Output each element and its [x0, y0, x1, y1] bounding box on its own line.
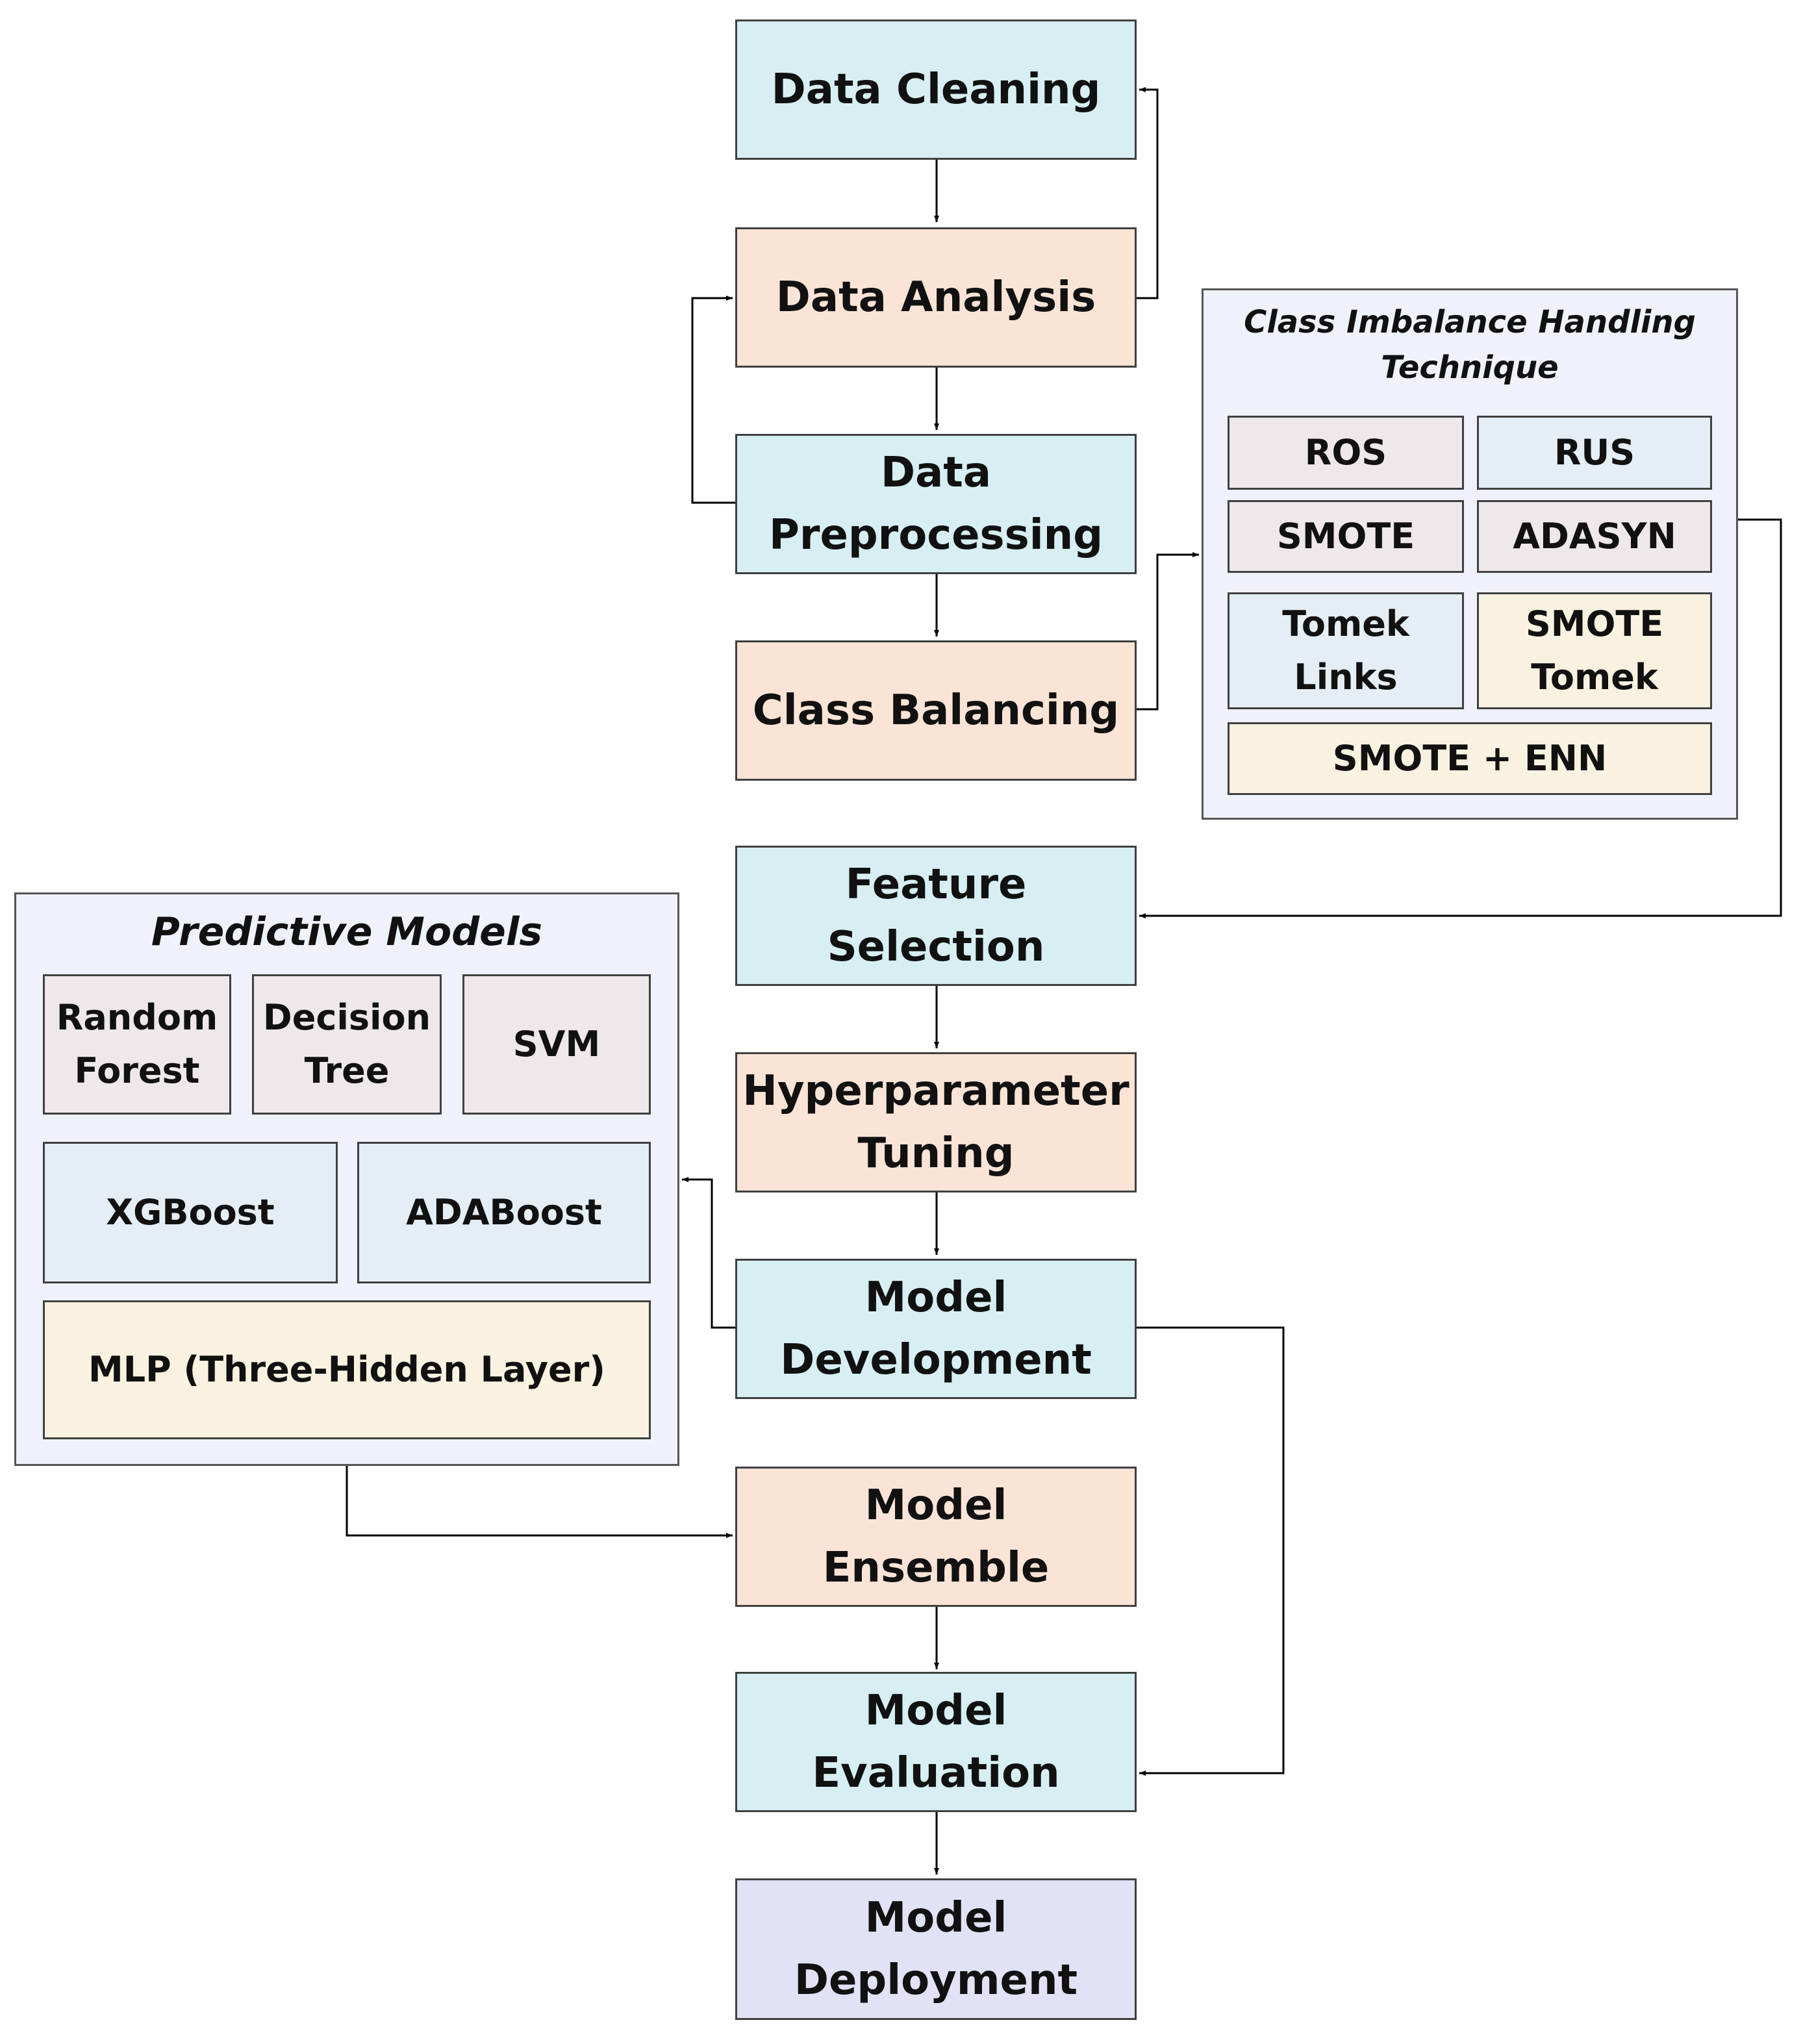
class-balancing-label: Class Balancing [752, 687, 1120, 735]
tomek-links-label: Tomek Links [1282, 603, 1409, 698]
model-ensemble-step: Model Ensemble [735, 1467, 1137, 1607]
decision-tree-model: Decision Tree [252, 974, 442, 1115]
adaboost-model: ADABoost [357, 1142, 651, 1283]
data-preprocessing-label: Data Preprocessing [768, 449, 1103, 559]
smote-label: SMOTE [1276, 516, 1415, 557]
arrow-development-to-evaluation [1137, 1326, 1285, 1776]
smote-enn-label: SMOTE + ENN [1332, 738, 1608, 779]
hyperparameter-tuning-step: Hyperparameter Tuning [735, 1052, 1137, 1192]
xgboost-model: XGBoost [43, 1142, 338, 1283]
data-cleaning-step: Data Cleaning [735, 19, 1137, 160]
arrow-analysis-to-cleaning [1137, 87, 1159, 299]
smote-tomek-label: SMOTE Tomek [1525, 603, 1664, 698]
smote-enn-technique: SMOTE + ENN [1228, 722, 1712, 795]
feature-selection-step: Feature Selection [735, 846, 1137, 986]
adasyn-technique: ADASYN [1477, 500, 1712, 573]
model-deployment-label: Model Deployment [794, 1894, 1078, 2004]
tomek-links-technique: Tomek Links [1228, 592, 1464, 709]
arrow-imbalance-panel-to-feature-selection [1139, 518, 1782, 918]
arrow-models-panel-to-ensemble [346, 1466, 733, 1538]
adasyn-label: ADASYN [1513, 516, 1676, 557]
random-forest-label: Random Forest [56, 997, 218, 1091]
class-imbalance-panel-title: Class Imbalance Handling Technique [1244, 304, 1696, 386]
ros-label: ROS [1304, 432, 1387, 473]
arrow-balancing-to-imbalance-panel [1137, 552, 1199, 711]
predictive-models-panel-title: Predictive Models [151, 909, 543, 955]
mlp-label: MLP (Three-Hidden Layer) [88, 1349, 605, 1390]
svm-label: SVM [512, 1024, 601, 1065]
hyperparameter-tuning-label: Hyperparameter Tuning [742, 1067, 1129, 1178]
xgboost-label: XGBoost [106, 1192, 275, 1233]
data-analysis-step: Data Analysis [735, 227, 1137, 368]
model-development-label: Model Development [780, 1274, 1092, 1384]
smote-tomek-technique: SMOTE Tomek [1477, 592, 1712, 709]
model-evaluation-label: Model Evaluation [812, 1687, 1060, 1797]
model-deployment-step: Model Deployment [735, 1878, 1137, 2020]
feature-selection-label: Feature Selection [827, 861, 1045, 971]
arrow-preprocessing-to-analysis [691, 296, 735, 504]
rus-label: RUS [1554, 432, 1635, 473]
decision-tree-label: Decision Tree [262, 997, 431, 1091]
mlp-model: MLP (Three-Hidden Layer) [43, 1300, 651, 1439]
adaboost-label: ADABoost [406, 1192, 602, 1233]
ros-technique: ROS [1228, 416, 1464, 490]
model-ensemble-label: Model Ensemble [822, 1482, 1050, 1592]
data-cleaning-label: Data Cleaning [771, 66, 1101, 114]
data-preprocessing-step: Data Preprocessing [735, 434, 1137, 574]
model-development-step: Model Development [735, 1259, 1137, 1399]
svm-model: SVM [462, 974, 651, 1115]
model-evaluation-step: Model Evaluation [735, 1672, 1137, 1812]
smote-technique: SMOTE [1228, 500, 1464, 573]
arrow-development-to-models-panel [682, 1177, 735, 1329]
class-balancing-step: Class Balancing [735, 640, 1137, 781]
data-analysis-label: Data Analysis [775, 273, 1096, 322]
random-forest-model: Random Forest [43, 974, 231, 1115]
rus-technique: RUS [1477, 416, 1712, 490]
